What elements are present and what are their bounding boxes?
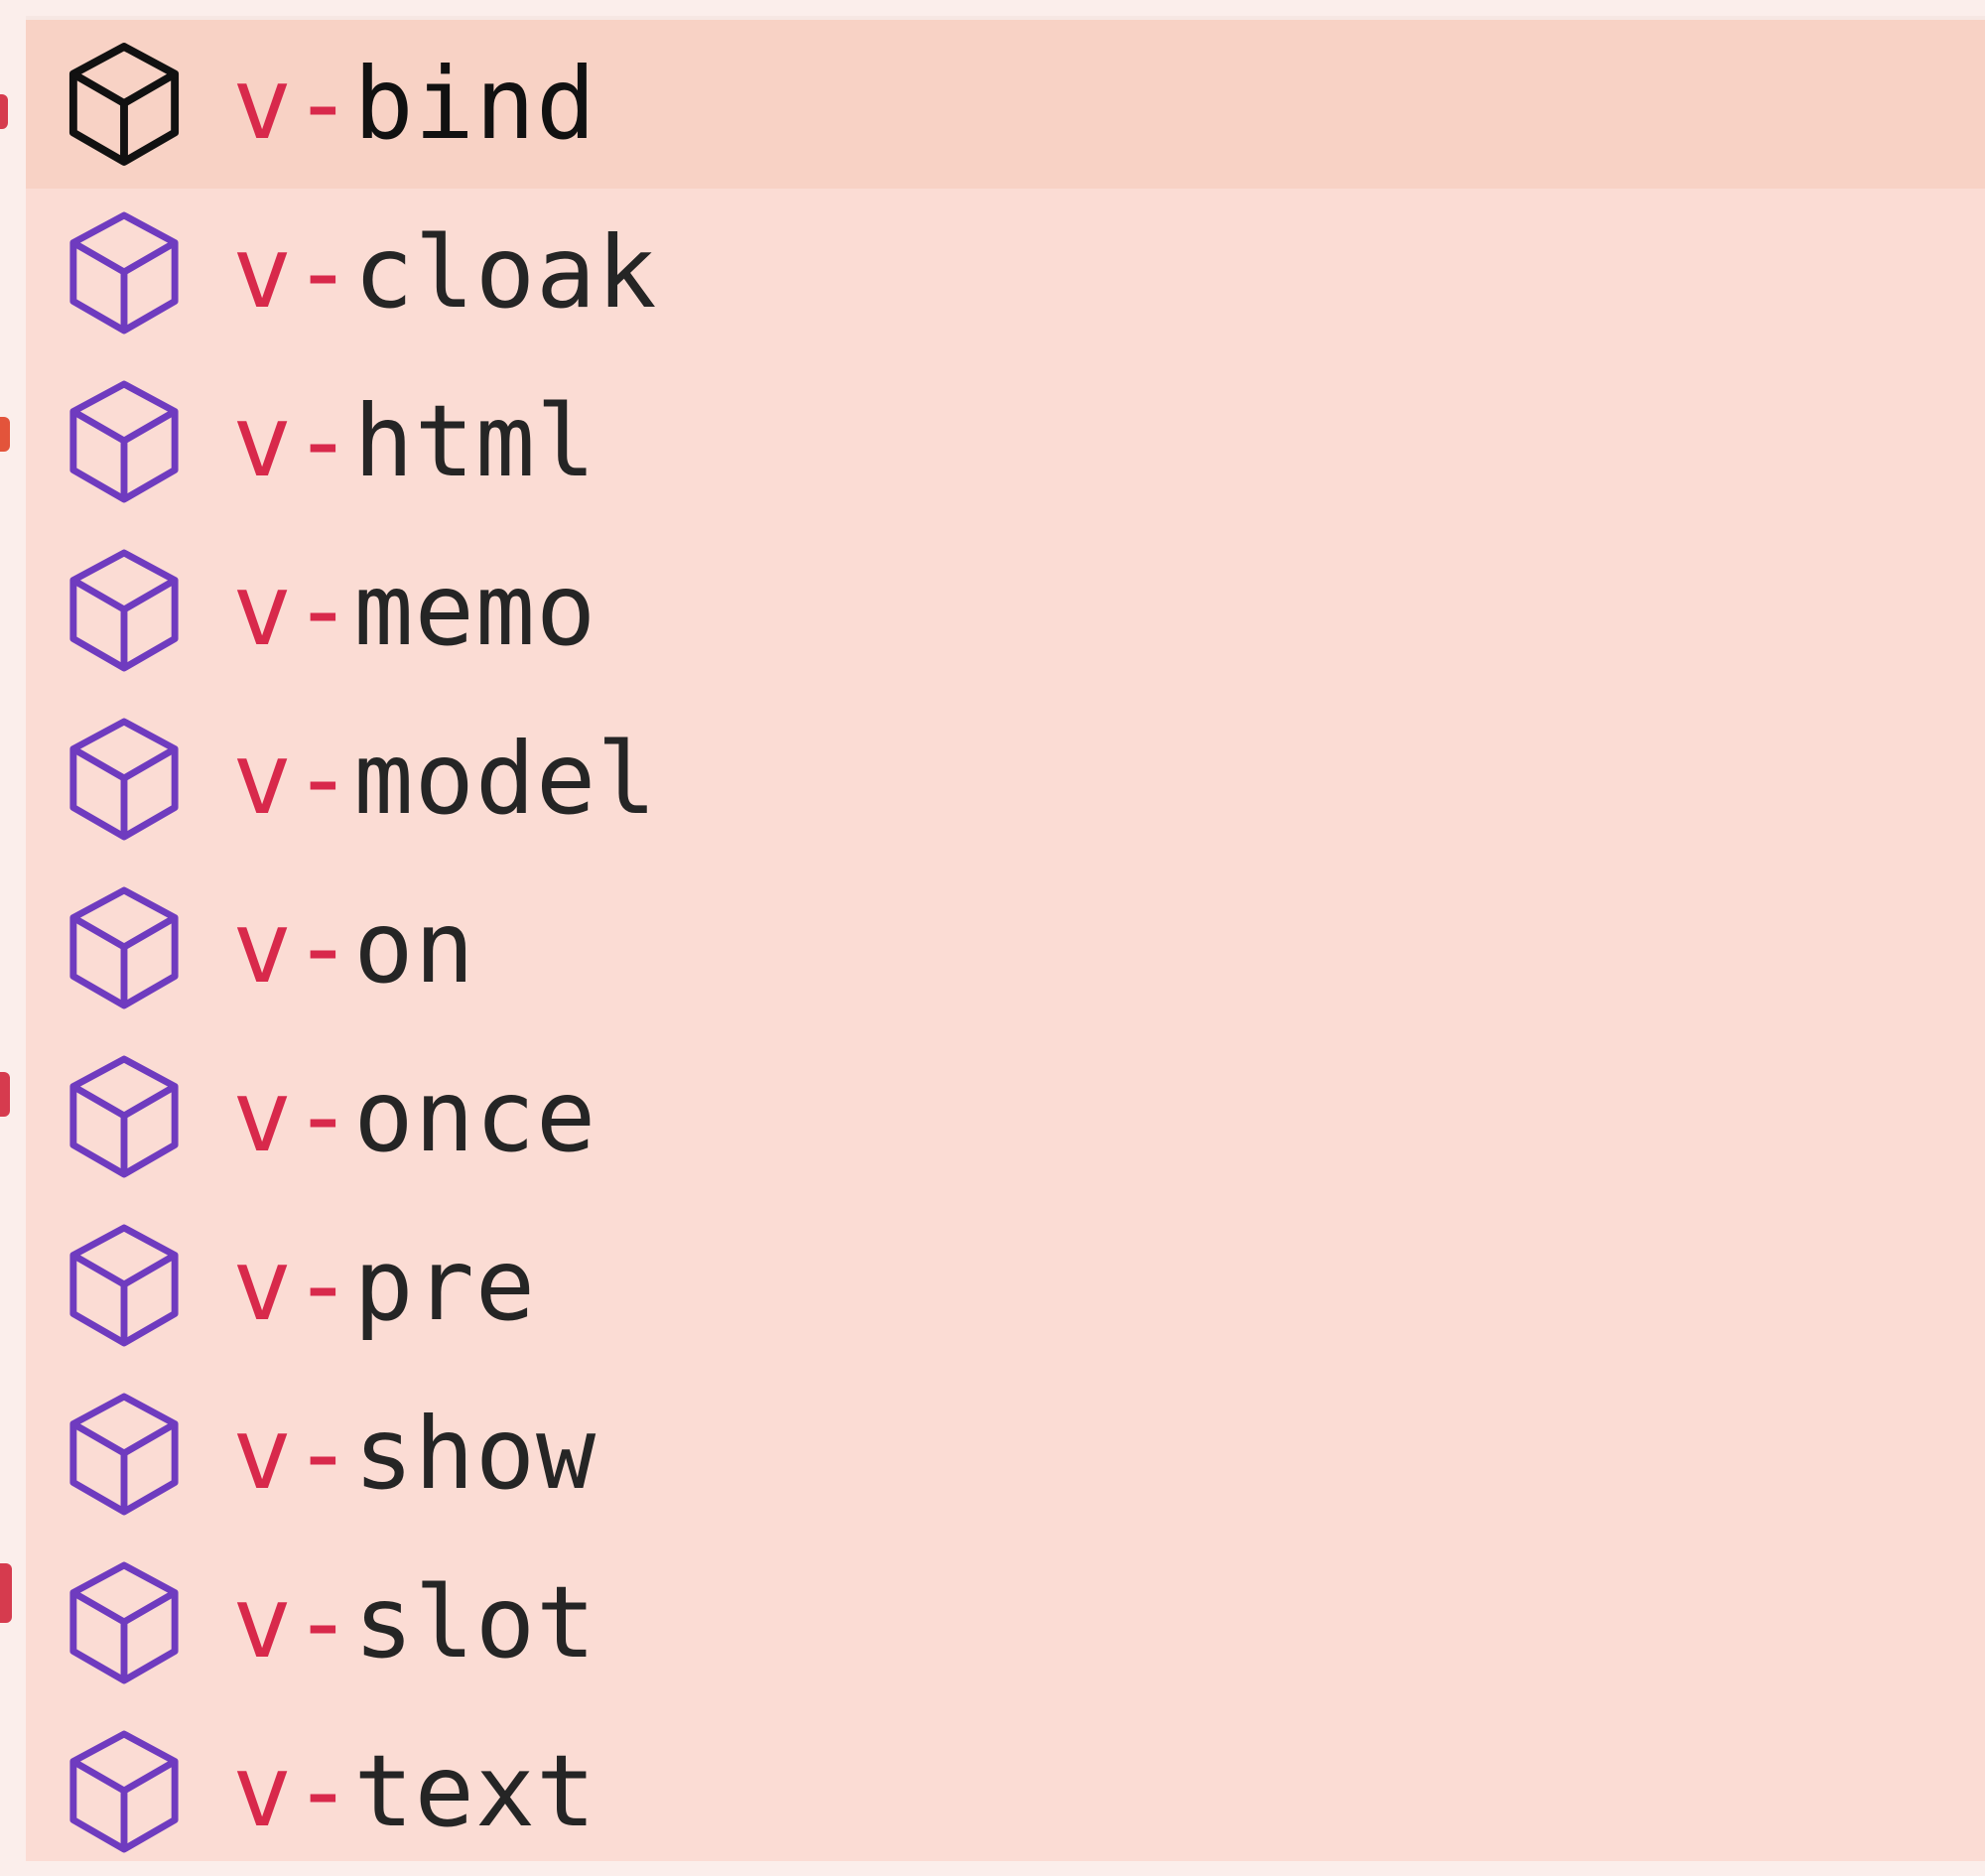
suggestion-label: v-bind [232, 55, 596, 154]
cube-icon [68, 43, 180, 166]
suggestion-v-cloak[interactable]: v-cloak [26, 189, 1985, 357]
gutter-decoration [0, 417, 10, 452]
gutter-decoration [0, 1072, 10, 1117]
suggestion-v-pre[interactable]: v-pre [26, 1201, 1985, 1370]
matched-prefix: v- [232, 889, 354, 1005]
suggestion-label: v-text [232, 1742, 596, 1841]
suggestion-name: text [353, 1733, 597, 1849]
matched-prefix: v- [232, 1058, 354, 1174]
suggestion-label: v-html [232, 392, 596, 491]
suggestion-label: v-pre [232, 1236, 536, 1335]
autocomplete-suggestion-list[interactable]: v-bind v-cloak v-html [26, 16, 1985, 1861]
suggestion-name: pre [353, 1227, 537, 1343]
matched-prefix: v- [232, 1564, 354, 1680]
suggestion-v-bind[interactable]: v-bind [26, 20, 1985, 189]
suggestion-label: v-slot [232, 1573, 596, 1673]
suggestion-name: html [353, 383, 597, 499]
suggestion-name: on [353, 889, 475, 1005]
suggestion-v-once[interactable]: v-once [26, 1032, 1985, 1201]
suggestion-label: v-once [232, 1067, 596, 1166]
suggestion-label: v-on [232, 898, 475, 998]
matched-prefix: v- [232, 383, 354, 499]
cube-icon [69, 1730, 179, 1853]
suggestion-label: v-show [232, 1405, 596, 1504]
suggestion-v-slot[interactable]: v-slot [26, 1539, 1985, 1707]
cube-icon [69, 380, 179, 503]
suggestion-name: cloak [353, 214, 658, 331]
suggestion-name: once [353, 1058, 597, 1174]
suggestion-label: v-memo [232, 561, 596, 660]
suggestion-v-on[interactable]: v-on [26, 864, 1985, 1032]
suggestion-v-show[interactable]: v-show [26, 1370, 1985, 1539]
matched-prefix: v- [232, 1396, 354, 1512]
matched-prefix: v- [232, 552, 354, 668]
suggestion-label: v-model [232, 730, 657, 829]
suggestion-name: slot [353, 1564, 597, 1680]
cube-icon [69, 1224, 179, 1347]
suggestion-label: v-cloak [232, 223, 657, 323]
suggestion-name: model [353, 721, 658, 837]
matched-prefix: v- [232, 1227, 354, 1343]
suggestion-v-html[interactable]: v-html [26, 357, 1985, 526]
matched-prefix: v- [232, 46, 354, 162]
cube-icon [69, 1561, 179, 1684]
suggestion-v-text[interactable]: v-text [26, 1707, 1985, 1876]
cube-icon [69, 1393, 179, 1516]
matched-prefix: v- [232, 214, 354, 331]
suggestion-name: bind [353, 46, 597, 162]
cube-icon [69, 549, 179, 672]
matched-prefix: v- [232, 721, 354, 837]
cube-icon [69, 1055, 179, 1178]
matched-prefix: v- [232, 1733, 354, 1849]
gutter-decoration [0, 94, 8, 129]
suggestion-v-model[interactable]: v-model [26, 695, 1985, 864]
cube-icon [69, 886, 179, 1009]
suggestion-v-memo[interactable]: v-memo [26, 526, 1985, 695]
cube-icon [69, 718, 179, 841]
editor-gutter [0, 0, 26, 1861]
cube-icon [69, 211, 179, 335]
gutter-decoration [0, 1563, 12, 1623]
suggestion-name: memo [353, 552, 597, 668]
suggestion-name: show [353, 1396, 597, 1512]
